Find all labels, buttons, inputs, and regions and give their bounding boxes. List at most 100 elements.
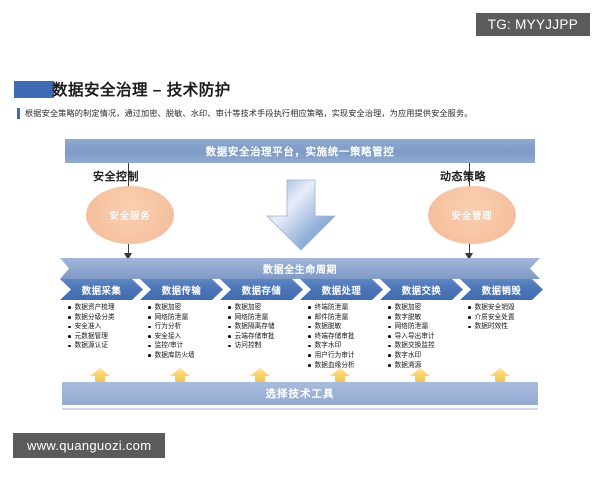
lifecycle-detail-column: 数据资产梳理数据分级分类安全准入元数据管理数据源认证 [60, 303, 140, 371]
page-title: 数据安全治理 – 技术防护 [52, 82, 231, 99]
detail-bullet-label: 数据加密 [394, 304, 422, 311]
bullet-dot-icon [468, 325, 471, 329]
detail-bullet-item: 终端防泄漏 [308, 303, 380, 313]
lifecycle-stage-label: 数据传输 [161, 284, 202, 296]
detail-bullet-label: 元数据管理 [74, 332, 109, 340]
bullet-dot-icon [308, 325, 311, 329]
detail-bullet-label: 介质安全处置 [474, 313, 515, 321]
detail-bullet-item: 导入导出审计 [388, 332, 460, 342]
bullet-dot-icon [228, 306, 231, 309]
lifecycle-stage-chevrons: 数据采集 数据传输 数据存储 数据处理 数据交换 数据销毁 [60, 279, 540, 300]
lifecycle-band-label: 数据全生命周期 [262, 265, 338, 276]
detail-bullet-item: 数据加密 [388, 303, 460, 313]
oval-security-management: 安全管理 [428, 186, 516, 244]
detail-bullet-label: 数据源认证 [74, 342, 109, 350]
lifecycle-stage-chevron[interactable]: 数据销毁 [460, 279, 543, 300]
detail-bullet-item: 数据加密 [228, 303, 300, 313]
detail-bullet-item: 邮件防泄漏 [308, 313, 380, 323]
tg-watermark-badge: TG: MYYJJPP [475, 13, 590, 36]
bullet-dot-icon [148, 335, 151, 338]
detail-bullet-label: 数据加密 [154, 304, 182, 311]
lifecycle-detail-column: 终端防泄漏邮件防泄漏数据脱敏终端存储审批数字水印用户行为审计数据血缘分析 [300, 303, 380, 371]
bullet-dot-icon [388, 335, 391, 338]
detail-bullet-label: 安全准入 [74, 323, 102, 331]
bullet-dot-icon [148, 325, 151, 329]
detail-bullet-item: 数字水印 [388, 351, 460, 361]
detail-bullet-item: 数据源认证 [68, 341, 140, 351]
detail-bullet-item: 元数据管理 [68, 332, 140, 342]
title-accent-bar [14, 81, 54, 98]
detail-bullet-item: 数据血缘分析 [308, 361, 380, 371]
bullet-dot-icon [228, 335, 231, 338]
bullet-dot-icon [308, 344, 311, 348]
lifecycle-stage-chevron[interactable]: 数据处理 [300, 279, 383, 300]
tools-bar-underline [62, 408, 538, 410]
bullet-dot-icon [388, 306, 391, 309]
detail-bullet-item: 数据脱敏 [308, 322, 380, 332]
subtitle-tick-marker [17, 107, 20, 119]
up-arrow-icon [169, 368, 191, 384]
detail-bullet-label: 邮件防泄漏 [314, 313, 349, 321]
site-watermark-badge: www.quanguozi.com [13, 433, 166, 458]
detail-bullet-item: 介质安全处置 [468, 313, 540, 323]
detail-bullet-label: 访问控制 [234, 342, 262, 350]
detail-bullet-label: 网络防泄漏 [154, 313, 189, 321]
lifecycle-detail-column: 数据安全销毁介质安全处置数据时效性 [460, 303, 540, 371]
bullet-dot-icon [308, 335, 311, 338]
detail-bullet-item: 数据资产梳理 [68, 303, 140, 313]
detail-bullet-label: 数据脱敏 [314, 323, 342, 331]
bullet-dot-icon [148, 354, 151, 357]
up-arrow-row [60, 368, 540, 384]
detail-bullet-item: 数据分级分类 [68, 313, 140, 323]
detail-bullet-label: 数据溯源 [394, 361, 422, 369]
bullet-dot-icon [68, 306, 71, 309]
platform-banner: 数据安全治理平台，实施统一策略管控 [65, 139, 535, 163]
detail-bullet-item: 安全准入 [68, 322, 140, 332]
detail-bullet-item: 网络防泄漏 [148, 313, 220, 323]
lifecycle-detail-column: 数据加密数字脱敏网络防泄漏导入导出审计数据交换监控数字水印数据溯源 [380, 303, 460, 371]
lifecycle-stage-label: 数据处理 [321, 284, 362, 296]
detail-bullet-item: 网络防泄漏 [388, 322, 460, 332]
detail-bullet-item: 数据库防火墙 [148, 351, 220, 361]
lifecycle-detail-column: 数据加密网络防泄漏行为分析安全接入监控/审计数据库防火墙 [140, 303, 220, 371]
subtitle: 根据安全策略的制定情况，通过加密、脱敏、水印、审计等技术手段执行相应策略，实现安… [17, 107, 473, 119]
lifecycle-stage-label: 数据交换 [401, 284, 442, 296]
detail-bullet-label: 数据交换监控 [394, 342, 435, 350]
bullet-dot-icon [388, 325, 391, 329]
down-arrow-icon [264, 178, 338, 252]
lifecycle-stage-chevron[interactable]: 数据交换 [380, 279, 463, 300]
detail-bullet-item: 监控/审计 [148, 341, 220, 351]
lifecycle-stage-chevron[interactable]: 数据采集 [60, 279, 143, 300]
detail-bullet-label: 导入导出审计 [394, 332, 435, 340]
detail-bullet-item: 终端存储审批 [308, 332, 380, 342]
lifecycle-stage-chevron[interactable]: 数据存储 [220, 279, 303, 300]
detail-bullet-item: 用户行为审计 [308, 351, 380, 361]
lifecycle-stage-label: 数据采集 [81, 284, 122, 296]
connector-arrowhead-right [465, 253, 473, 260]
bullet-dot-icon [388, 363, 391, 367]
bullet-dot-icon [148, 306, 151, 309]
detail-bullet-item: 数据隔离存储 [228, 322, 300, 332]
bullet-dot-icon [228, 325, 231, 329]
detail-bullet-item: 访问控制 [228, 341, 300, 351]
up-arrow-icon [249, 368, 271, 384]
detail-bullet-label: 数字水印 [314, 342, 342, 350]
bullet-dot-icon [308, 363, 311, 367]
detail-bullet-item: 数据溯源 [388, 361, 460, 371]
up-arrow-icon [489, 368, 511, 384]
detail-bullet-label: 云端存储审批 [234, 332, 275, 340]
detail-bullet-label: 网络防泄漏 [394, 323, 429, 331]
bullet-dot-icon [308, 306, 311, 309]
bullet-dot-icon [388, 344, 391, 348]
connector-arrowhead-left [124, 253, 132, 260]
lifecycle-stage-label: 数据存储 [241, 284, 282, 296]
side-label-left: 安全控制 [93, 171, 139, 183]
bullet-dot-icon [148, 315, 151, 319]
detail-bullet-label: 数字水印 [394, 351, 422, 359]
lifecycle-stage-chevron[interactable]: 数据传输 [140, 279, 223, 300]
detail-bullet-label: 数据库防火墙 [154, 351, 195, 359]
detail-bullet-label: 网络防泄漏 [234, 313, 269, 321]
detail-bullet-item: 数据安全销毁 [468, 303, 540, 313]
detail-bullet-label: 数据加密 [234, 304, 262, 311]
